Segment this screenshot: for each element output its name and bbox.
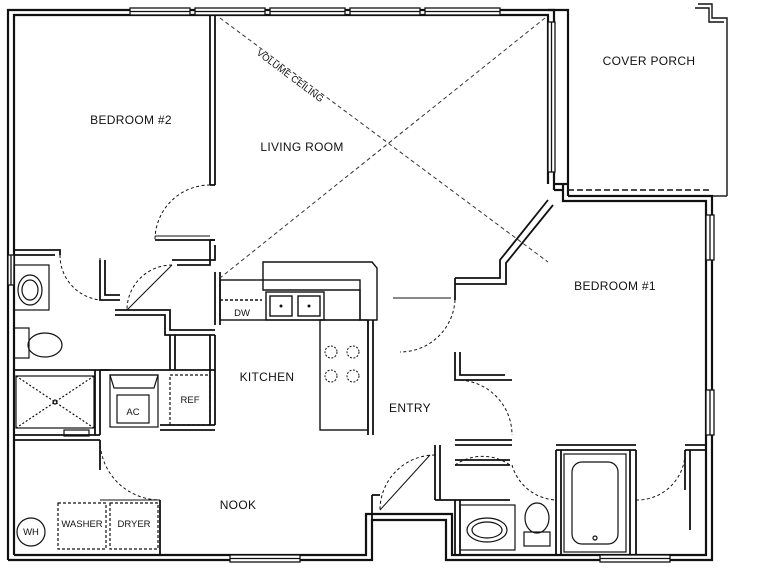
room-label-bedroom-2: BEDROOM #2 [90, 113, 172, 127]
windows [7, 7, 715, 563]
room-label-living-room: LIVING ROOM [260, 140, 343, 154]
kitchen-counters [219, 261, 378, 431]
fixtures [13, 264, 627, 553]
dishwasher-label: DW [234, 308, 250, 319]
doors [59, 184, 686, 511]
volume-ceiling-annotation: VOLUME CEILING [254, 48, 325, 105]
interior-walls [14, 15, 706, 555]
room-label-nook: NOOK [220, 498, 257, 512]
room-label-bedroom-1: BEDROOM #1 [574, 279, 656, 293]
room-label-entry: ENTRY [389, 401, 431, 415]
room-label-kitchen: KITCHEN [240, 370, 295, 384]
room-label-cover-porch: COVER PORCH [603, 54, 696, 68]
ac-label: AC [126, 407, 139, 418]
dryer-label: DRYER [117, 519, 150, 530]
washer-label: WASHER [61, 519, 102, 530]
range-burners [324, 345, 360, 383]
refrigerator-label: REF [181, 395, 200, 406]
water-heater-label: WH [23, 527, 39, 538]
volume-ceiling-lines [219, 17, 549, 279]
sink-faucets [279, 304, 311, 308]
cover-porch [568, 3, 728, 197]
